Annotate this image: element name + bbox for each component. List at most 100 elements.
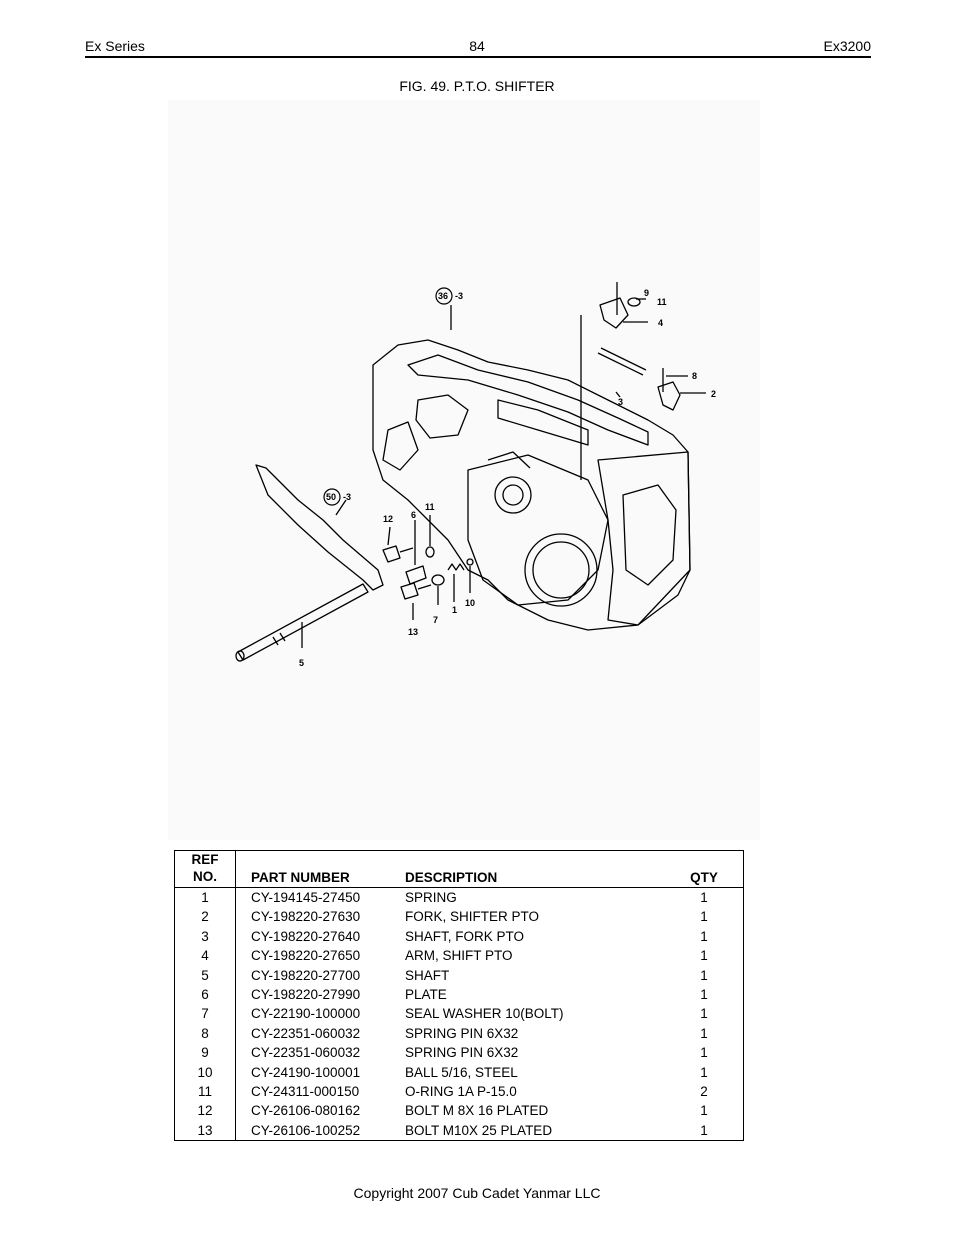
row-ref: 11 — [174, 1082, 236, 1102]
callout-50-suffix: -3 — [343, 492, 351, 502]
row-part-number: CY-26106-080162 — [251, 1103, 361, 1119]
row-qty: 1 — [700, 928, 708, 944]
seal-washer — [431, 574, 445, 586]
row-description: BALL 5/16, STEEL — [405, 1064, 518, 1080]
header-model: Ex3200 — [823, 38, 871, 54]
ball — [466, 558, 474, 566]
page-number: 84 — [469, 38, 485, 54]
callout-36-suffix: -3 — [455, 291, 463, 301]
callout-6: 6 — [411, 510, 416, 520]
callout-7: 7 — [433, 615, 438, 625]
row-description: SPRING — [405, 890, 457, 905]
col-qty-header: QTY — [690, 870, 718, 885]
row-part-number: CY-22351-060032 — [251, 1045, 361, 1061]
row-ref: 12 — [174, 1101, 236, 1121]
row-ref: 7 — [174, 1004, 236, 1024]
row-part-number: CY-198220-27630 — [251, 909, 361, 925]
o-ring — [425, 546, 435, 558]
row-description: PLATE — [405, 987, 447, 1003]
row-description: SEAL WASHER 10(BOLT) — [405, 1006, 564, 1022]
row-description: SPRING PIN 6X32 — [405, 1045, 519, 1061]
parts-table-header: REF NO. PART NUMBER DESCRIPTION QTY — [174, 850, 744, 888]
row-qty: 1 — [700, 1045, 708, 1061]
row-qty: 1 — [700, 1122, 708, 1138]
callout-3: 3 — [618, 397, 623, 407]
bolt-12 — [382, 545, 414, 563]
row-ref: 10 — [174, 1062, 236, 1083]
col-part-header: PART NUMBER — [251, 870, 350, 885]
row-qty: 1 — [700, 967, 708, 983]
row-description: FORK, SHIFTER PTO — [405, 909, 540, 925]
col-ref-header-line1: REF — [191, 852, 219, 867]
housing-top-deck — [407, 354, 649, 446]
callout-1: 1 — [452, 605, 457, 615]
copyright-footer: Copyright 2007 Cub Cadet Yanmar LLC — [353, 1185, 601, 1201]
row-ref: 4 — [174, 946, 236, 966]
row-description: SPRING PIN 6X32 — [405, 1025, 519, 1041]
callout-11-top: 11 — [657, 297, 667, 307]
table-row: 9 CY-22351-060032 SPRING PIN 6X32 1 — [174, 1043, 744, 1063]
diagram-svg: 36 -3 50 -3 9 11 4 8 2 3 12 6 11 13 7 1 … — [235, 282, 716, 668]
housing-front-face — [467, 454, 609, 606]
bolt-13 — [400, 582, 432, 600]
callout-2: 2 — [711, 389, 716, 399]
row-ref: 8 — [174, 1023, 236, 1044]
shaft — [237, 583, 369, 661]
figure-title: FIG. 49. P.T.O. SHIFTER — [399, 78, 555, 94]
plate — [405, 565, 427, 585]
row-qty: 1 — [700, 1064, 708, 1080]
header-series: Ex Series — [85, 38, 145, 54]
row-qty: 1 — [700, 948, 708, 964]
callout-9: 9 — [644, 288, 649, 298]
callout-4: 4 — [658, 318, 663, 328]
callout-36: 36 — [438, 291, 448, 301]
exploded-parts-diagram: 36 -3 50 -3 9 11 4 8 2 3 12 6 11 13 7 1 … — [168, 100, 760, 840]
row-qty: 1 — [700, 1025, 708, 1041]
row-ref: 1 — [174, 887, 236, 908]
housing-side-flange — [597, 451, 691, 626]
housing-bore — [524, 533, 598, 607]
row-ref: 9 — [174, 1043, 236, 1063]
row-description: ARM, SHIFT PTO — [405, 948, 513, 964]
shaft-fork-pto — [597, 347, 647, 376]
row-part-number: CY-198220-27700 — [251, 967, 361, 983]
arm-shift-pto — [599, 297, 629, 329]
fork-shifter-pto — [657, 381, 681, 411]
row-part-number: CY-22351-060032 — [251, 1025, 361, 1041]
callout-50: 50 — [326, 492, 336, 502]
table-row: 8 CY-22351-060032 SPRING PIN 6X32 1 — [174, 1023, 744, 1044]
callout-13: 13 — [408, 627, 418, 637]
row-ref: 13 — [174, 1120, 236, 1141]
row-part-number: CY-198220-27640 — [251, 928, 361, 944]
row-ref: 2 — [174, 907, 236, 927]
col-ref-header: REF NO. — [174, 850, 236, 888]
col-ref-header-line2: NO. — [192, 869, 217, 884]
housing-outline — [372, 339, 691, 631]
spring — [447, 563, 465, 571]
row-part-number: CY-26106-100252 — [251, 1122, 361, 1138]
callout-11-lower: 11 — [425, 502, 435, 512]
row-part-number: CY-22190-100000 — [251, 1006, 361, 1022]
callout-12: 12 — [383, 514, 393, 524]
col-desc-header: DESCRIPTION — [405, 870, 498, 885]
row-part-number: CY-24311-000150 — [251, 1084, 360, 1100]
callout-5: 5 — [299, 658, 304, 668]
row-part-number: CY-24190-100001 — [251, 1064, 361, 1080]
table-row: 10 CY-24190-100001 BALL 5/16, STEEL 1 — [174, 1062, 744, 1083]
shift-lever — [255, 464, 384, 591]
row-qty: 1 — [700, 1006, 708, 1022]
row-description: BOLT M 8X 16 PLATED — [405, 1103, 549, 1119]
row-qty: 1 — [700, 890, 708, 905]
row-ref: 5 — [174, 965, 236, 986]
